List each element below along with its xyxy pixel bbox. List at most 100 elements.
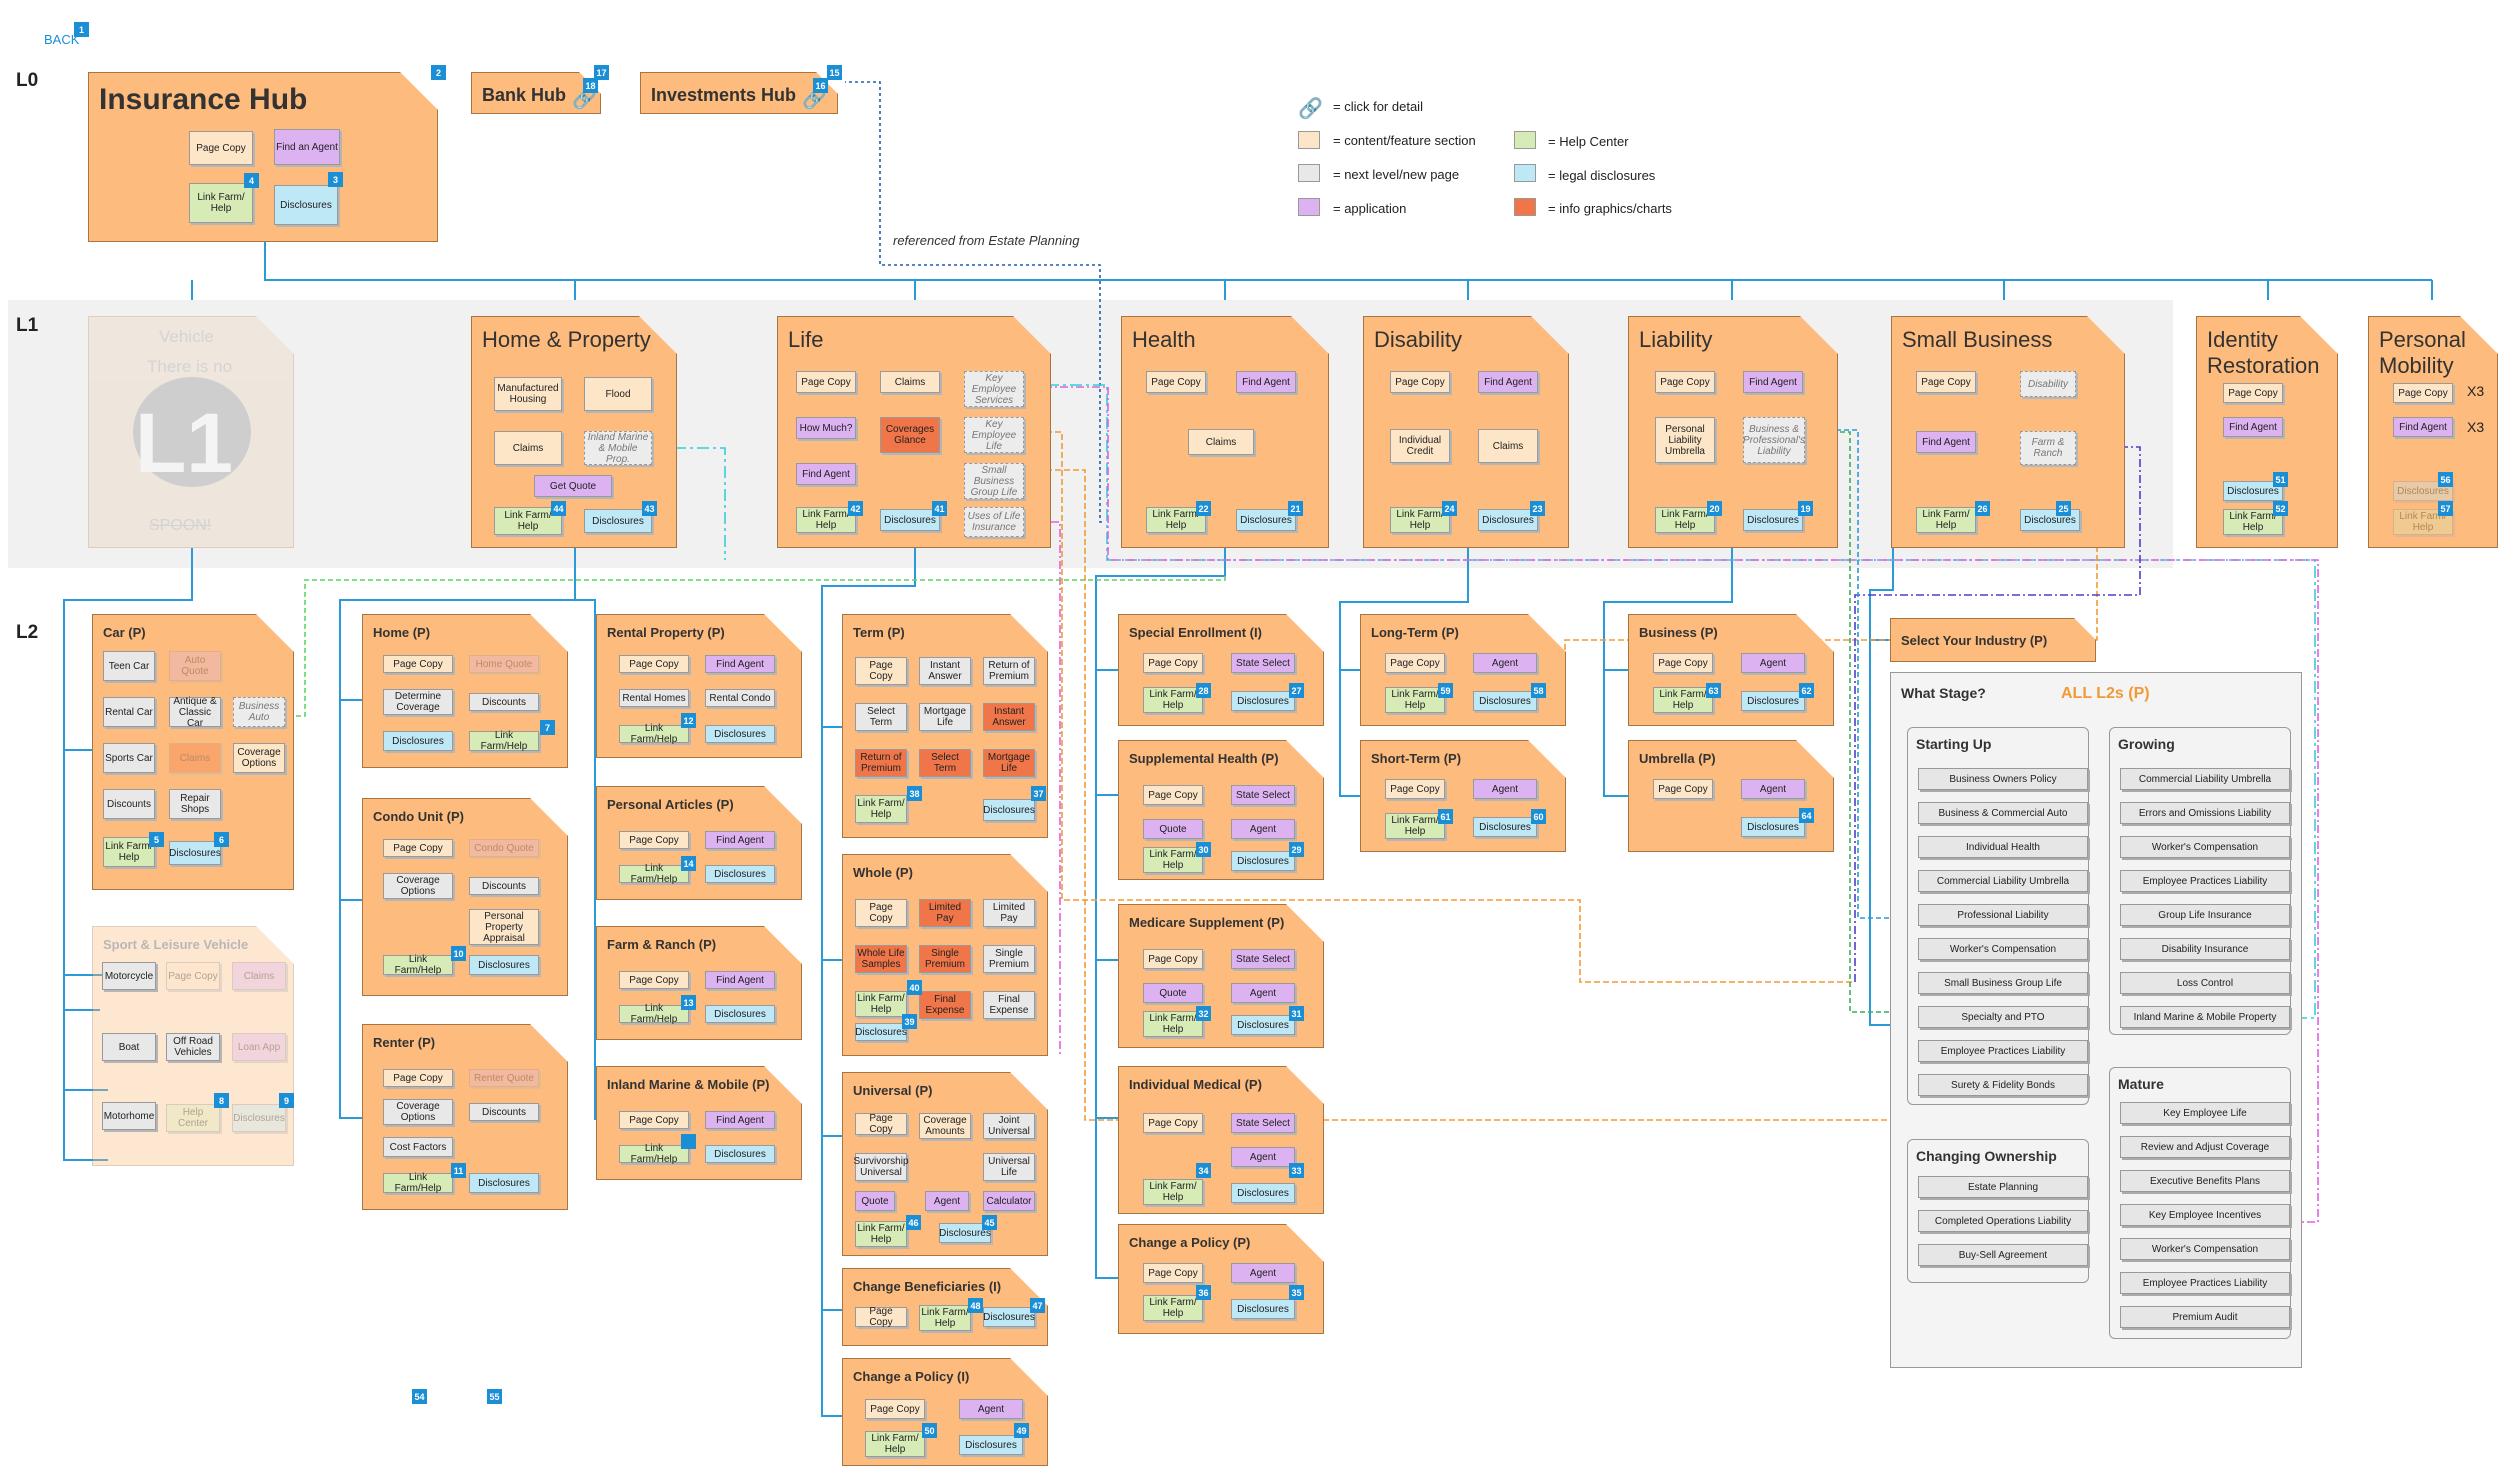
disclosures-box[interactable]: Disclosures (274, 185, 338, 225)
property-appraisal-box[interactable]: Personal Property Appraisal (469, 909, 539, 945)
agent-box[interactable]: Agent (1741, 779, 1805, 799)
instant-answer-box[interactable]: Instant Answer (919, 657, 971, 685)
whole-life-samples-box[interactable]: Whole Life Samples (855, 945, 907, 973)
find-agent-box[interactable]: Find Agent (1478, 371, 1538, 393)
disclosures-box[interactable]: Disclosures (983, 1307, 1035, 1327)
link-farm-box[interactable]: Link Farm/ Help (919, 1305, 971, 1331)
link-farm-box[interactable]: Link Farm/Help (383, 955, 453, 975)
disclosures-box[interactable]: Disclosures (1743, 509, 1803, 531)
disclosures-box[interactable]: Disclosures (383, 731, 453, 751)
condo-page[interactable]: Condo Unit (P) Page Copy Condo Quote Cov… (362, 798, 568, 996)
disclosures-box[interactable]: Disclosures (1231, 691, 1295, 711)
disclosures-box[interactable]: Disclosures (469, 1173, 539, 1193)
agent-box[interactable]: Agent (1231, 1263, 1295, 1283)
coverage-options-box[interactable]: Coverage Options (383, 1099, 453, 1125)
disclosures-box[interactable]: Disclosures (1236, 509, 1296, 531)
change-beneficiaries-page[interactable]: Change Beneficiaries (I) Page Copy Link … (842, 1268, 1048, 1346)
page-copy-box[interactable]: Page Copy (855, 1113, 907, 1135)
link-icon[interactable]: 🔗 (802, 88, 827, 110)
find-agent-box[interactable]: Find Agent (1916, 431, 1976, 453)
disclosures-box[interactable]: Disclosures (705, 1005, 775, 1023)
disclosures-box[interactable]: Disclosures (880, 509, 940, 531)
coverage-amounts-box[interactable]: Coverage Amounts (919, 1113, 971, 1139)
survivorship-box[interactable]: Survivorship Universal (855, 1153, 907, 1181)
find-agent-box[interactable]: Find Agent (1743, 371, 1803, 393)
link-farm-box[interactable]: Link Farm/Help (469, 731, 539, 751)
page-copy-box[interactable]: Page Copy (1143, 1113, 1203, 1133)
page-copy-box[interactable]: Page Copy (1916, 371, 1976, 393)
stage-item[interactable]: Buy-Sell Agreement (1918, 1244, 2088, 1266)
whole-page[interactable]: Whole (P) Page Copy Limited Pay Limited … (842, 854, 1048, 1056)
business-page[interactable]: Business (P) Page Copy Agent Link Farm/ … (1628, 614, 1834, 726)
stage-item[interactable]: Estate Planning (1918, 1176, 2088, 1198)
stage-item[interactable]: Employee Practices Liability (2120, 870, 2290, 892)
personal-mobility-page[interactable]: Personal Mobility Page Copy X3 Find Agen… (2368, 316, 2498, 548)
link-farm-box[interactable]: Link Farm/Help (619, 1145, 689, 1163)
disclosures-box[interactable]: Disclosures (855, 1023, 907, 1041)
find-agent-box[interactable]: Find Agent (1236, 371, 1296, 393)
disclosures-box[interactable]: Disclosures (983, 799, 1035, 821)
back-link[interactable]: BACK (44, 32, 80, 47)
find-agent-box[interactable]: Find an Agent (274, 129, 340, 165)
link-farm-box[interactable]: Link Farm/ Help (1390, 507, 1450, 533)
page-copy-box[interactable]: Page Copy (619, 831, 689, 849)
agent-box[interactable]: Agent (1231, 819, 1295, 839)
disclosures-box[interactable]: Disclosures (2223, 481, 2283, 501)
page-copy-box[interactable]: Page Copy (383, 655, 453, 673)
link-farm-box[interactable]: Link Farm/Help (619, 865, 689, 883)
key-employee-life-box[interactable]: Key Employee Life (964, 417, 1024, 453)
determine-coverage-box[interactable]: Determine Coverage (383, 689, 453, 715)
motorcycle-box[interactable]: Motorcycle (102, 962, 156, 990)
calculator-box[interactable]: Calculator (983, 1191, 1035, 1211)
return-premium-box[interactable]: Return of Premium (983, 657, 1035, 685)
renter-page[interactable]: Renter (P) Page Copy Renter Quote Covera… (362, 1024, 568, 1210)
term-page[interactable]: Term (P) Page Copy Instant Answer Return… (842, 614, 1048, 838)
agent-box[interactable]: Agent (925, 1191, 969, 1211)
small-business-group-life-box[interactable]: Small Business Group Life (964, 463, 1024, 499)
page-copy-box[interactable]: Page Copy (619, 655, 689, 673)
find-agent-box[interactable]: Find Agent (2223, 417, 2283, 437)
stage-item[interactable]: Key Employee Incentives (2120, 1204, 2290, 1226)
link-farm-box[interactable]: Link Farm/ Help (1653, 687, 1713, 713)
personal-articles-page[interactable]: Personal Articles (P) Page Copy Find Age… (596, 786, 802, 900)
link-farm-box[interactable]: Link Farm/ Help (189, 183, 253, 223)
disclosures-box[interactable]: Disclosures (584, 509, 652, 533)
disclosures-box[interactable]: Disclosures (939, 1223, 991, 1243)
page-copy-box[interactable]: Page Copy (1390, 371, 1450, 393)
claims-box[interactable]: Claims (1478, 429, 1538, 463)
link-farm-box[interactable]: Link Farm/ Help (1385, 687, 1445, 713)
auto-quote-box[interactable]: Auto Quote (169, 651, 221, 681)
mortgage-life-chart-box[interactable]: Mortgage Life (983, 749, 1035, 777)
stage-item[interactable]: Completed Operations Liability (1918, 1210, 2088, 1232)
disclosures-box[interactable]: Disclosures (2020, 509, 2080, 531)
agent-box[interactable]: Agent (1741, 653, 1805, 673)
supplemental-health-page[interactable]: Supplemental Health (P) Page Copy State … (1118, 740, 1324, 880)
discounts-box[interactable]: Discounts (469, 693, 539, 711)
stage-item[interactable]: Group Life Insurance (2120, 904, 2290, 926)
claims-box[interactable]: Claims (1188, 429, 1254, 455)
limited-pay-chart-box[interactable]: Limited Pay (919, 899, 971, 927)
business-auto-box[interactable]: Business Auto (233, 697, 285, 727)
instant-answer-chart-box[interactable]: Instant Answer (983, 703, 1035, 731)
individual-medical-page[interactable]: Individual Medical (P) Page Copy State S… (1118, 1066, 1324, 1214)
mortgage-life-box[interactable]: Mortgage Life (919, 703, 971, 731)
stage-item[interactable]: Errors and Omissions Liability (2120, 802, 2290, 824)
find-agent-box[interactable]: Find Agent (705, 1111, 775, 1129)
disability-box[interactable]: Disability (2020, 371, 2076, 397)
stage-item[interactable]: Employee Practices Liability (2120, 1272, 2290, 1294)
inland-marine-box[interactable]: Inland Marine & Mobile Prop. (584, 431, 652, 465)
antique-car-box[interactable]: Antique & Classic Car (169, 697, 221, 727)
coverage-options-box[interactable]: Coverage Options (383, 873, 453, 899)
coverages-glance-box[interactable]: Coverages Glance (880, 417, 940, 453)
link-farm-box[interactable]: Link Farm/Help (383, 1173, 453, 1193)
disclosures-box[interactable]: Disclosures (169, 841, 221, 865)
get-quote-box[interactable]: Get Quote (534, 475, 612, 497)
rental-property-page[interactable]: Rental Property (P) Page Copy Find Agent… (596, 614, 802, 758)
page-copy-box[interactable]: Page Copy (2223, 383, 2283, 403)
page-copy-box[interactable]: Page Copy (2393, 383, 2453, 403)
link-farm-box[interactable]: Link Farm/ Help (1143, 1295, 1203, 1321)
find-agent-box[interactable]: Find Agent (705, 971, 775, 989)
universal-page[interactable]: Universal (P) Page Copy Coverage Amounts… (842, 1072, 1048, 1256)
universal-life-box[interactable]: Universal Life (983, 1153, 1035, 1181)
teen-car-box[interactable]: Teen Car (103, 651, 155, 681)
